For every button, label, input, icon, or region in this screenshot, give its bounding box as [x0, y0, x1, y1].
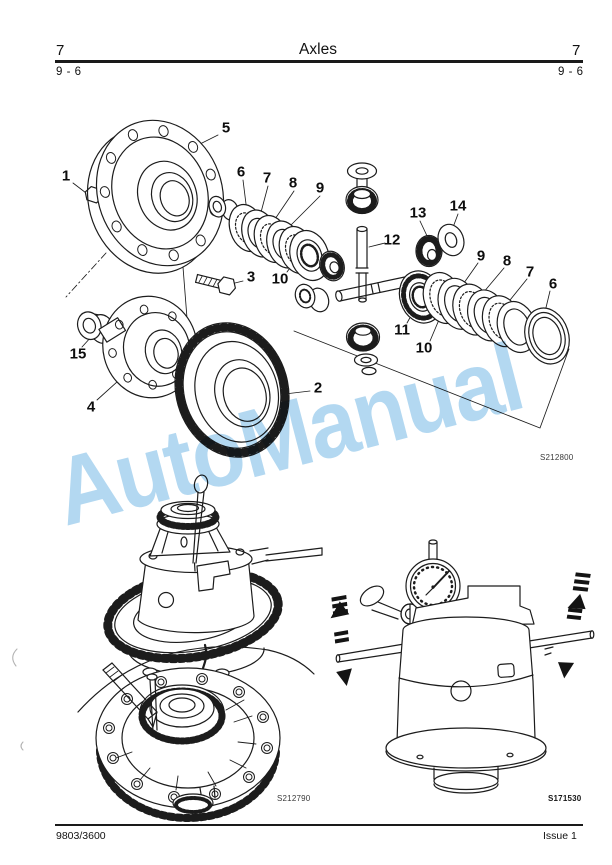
- lock-pin: [147, 674, 157, 731]
- exploded-diagram-figure: [66, 102, 576, 471]
- dial-indicator: [406, 540, 460, 624]
- header-left-page-number: 7: [56, 42, 65, 59]
- crown-wheel-part-2: [159, 309, 304, 471]
- clutch-disc-stack-left: [223, 200, 348, 286]
- header-right-page-number: 7: [572, 42, 581, 59]
- header-right-section-number: 9 - 6: [558, 66, 584, 78]
- diff-case-part-4: [92, 286, 208, 408]
- header-rule: [55, 60, 583, 63]
- taper-bearing: [140, 685, 224, 741]
- footer-rule: [55, 824, 583, 826]
- thrust-washer-part-14: [434, 221, 468, 260]
- scan-artifact: [13, 649, 23, 750]
- splined-bush: [292, 278, 331, 318]
- footer-doc-number: 9803/3600: [56, 830, 106, 842]
- scribe-marking-figure: [101, 474, 322, 698]
- lower-bevel-gear: [347, 323, 380, 375]
- clutch-disc-stack-right: [417, 267, 576, 369]
- bolt-part-3: [195, 271, 238, 296]
- fixture-body: [397, 617, 553, 742]
- thrust-washer-and-gear-top: [346, 163, 378, 214]
- side-bevel-gear: [316, 248, 348, 284]
- clamp-handle: [357, 582, 402, 619]
- punch-lock-figure: [78, 647, 314, 818]
- header-left-section-number: 9 - 6: [56, 66, 82, 78]
- pressure-ring-part-6: [518, 302, 577, 369]
- page-title: Axles: [299, 41, 337, 58]
- planet-gear-part-13: [416, 236, 442, 267]
- dial-indicator-figure: [330, 540, 594, 793]
- hub-flange-part-5: [66, 102, 245, 291]
- fixture-base: [386, 728, 546, 793]
- footer-issue: Issue 1: [543, 830, 577, 842]
- scriber-tool: [193, 474, 209, 571]
- up-down-arrow-right: [557, 572, 591, 679]
- up-down-arrow-left: [330, 594, 352, 686]
- splined-plate-part-10: [284, 225, 336, 285]
